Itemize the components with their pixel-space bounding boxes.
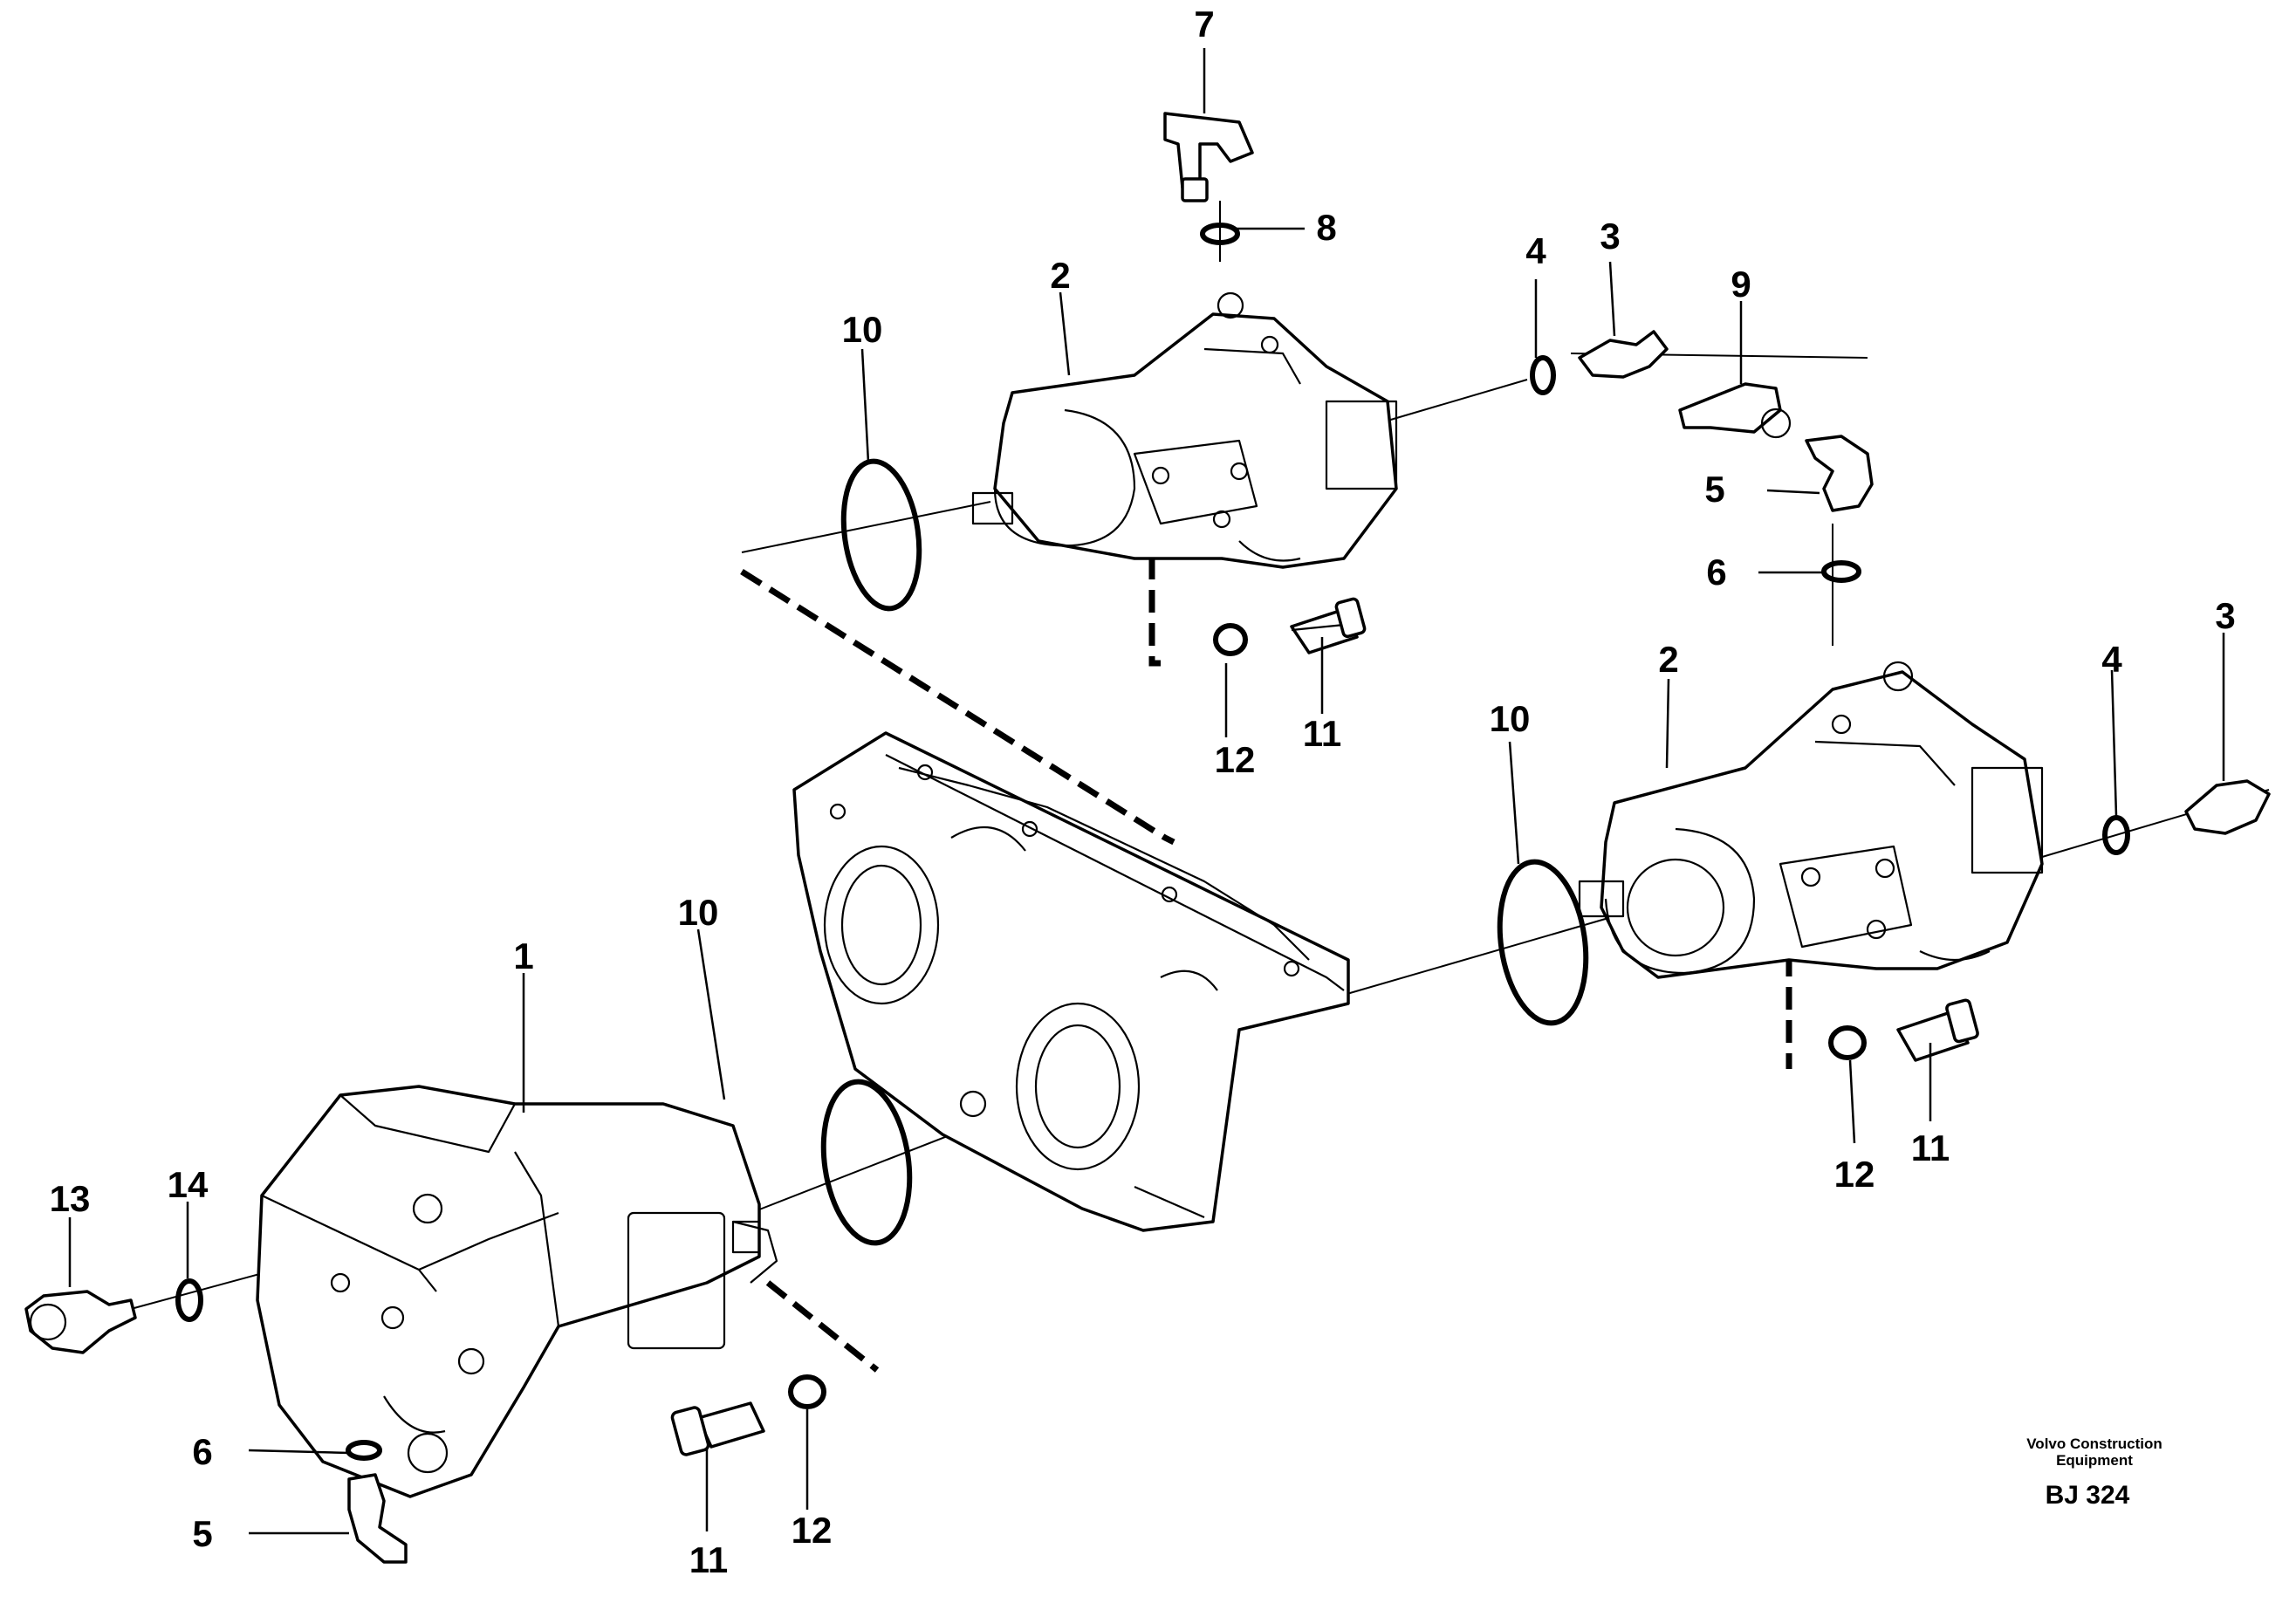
brand-line-1: Volvo Construction [2026, 1435, 2162, 1452]
drawing-footer: Volvo Construction Equipment BJ 324 [2026, 1435, 2162, 1510]
hydraulic-pump-2-right [1578, 661, 2044, 979]
dashed-guide-lines [740, 524, 1792, 1373]
callout-6-upper: 6 [1706, 552, 1726, 593]
callout-3-upper: 3 [1600, 216, 1620, 257]
callout-2-upper: 2 [1050, 255, 1070, 296]
callout-8: 8 [1316, 207, 1336, 248]
callout-2-right: 2 [1658, 639, 1678, 680]
o-rings [175, 223, 2130, 1461]
callout-1: 1 [513, 935, 533, 976]
callout-12-lower: 12 [792, 1510, 833, 1551]
callout-6-lower: 6 [192, 1431, 212, 1472]
callout-10-lower: 10 [678, 892, 719, 933]
callout-12-upper: 12 [1215, 739, 1256, 780]
callout-11-lower: 11 [689, 1539, 728, 1580]
callout-10-right: 10 [1490, 698, 1531, 739]
transfer-gear-housing [792, 731, 1350, 1232]
callout-10-upper: 10 [842, 309, 883, 350]
leader-lines [68, 48, 2225, 1535]
fittings [24, 112, 2271, 1564]
callout-5-upper: 5 [1704, 469, 1724, 510]
callout-4-upper: 4 [1525, 230, 1546, 271]
hydraulic-pump-2-upper [971, 291, 1398, 569]
callout-3-right: 3 [2215, 595, 2235, 636]
callout-7: 7 [1194, 3, 1214, 45]
callout-9: 9 [1731, 264, 1751, 305]
drawing-code: BJ 324 [2046, 1481, 2130, 1510]
screws [670, 597, 1979, 1456]
callout-4-right: 4 [2101, 639, 2122, 680]
callout-11-right: 11 [1911, 1127, 1950, 1168]
hydraulic-pump-1 [256, 1085, 778, 1498]
callout-13: 13 [50, 1178, 91, 1219]
callout-12-right: 12 [1834, 1154, 1875, 1195]
callout-14: 14 [168, 1164, 209, 1205]
callout-numbers: 7 8 2 10 4 3 9 5 6 12 11 2 10 4 3 12 11 … [50, 3, 2236, 1580]
callout-5-lower: 5 [192, 1513, 212, 1554]
callout-11-upper: 11 [1303, 713, 1341, 754]
brand-line-2: Equipment [2056, 1452, 2133, 1469]
